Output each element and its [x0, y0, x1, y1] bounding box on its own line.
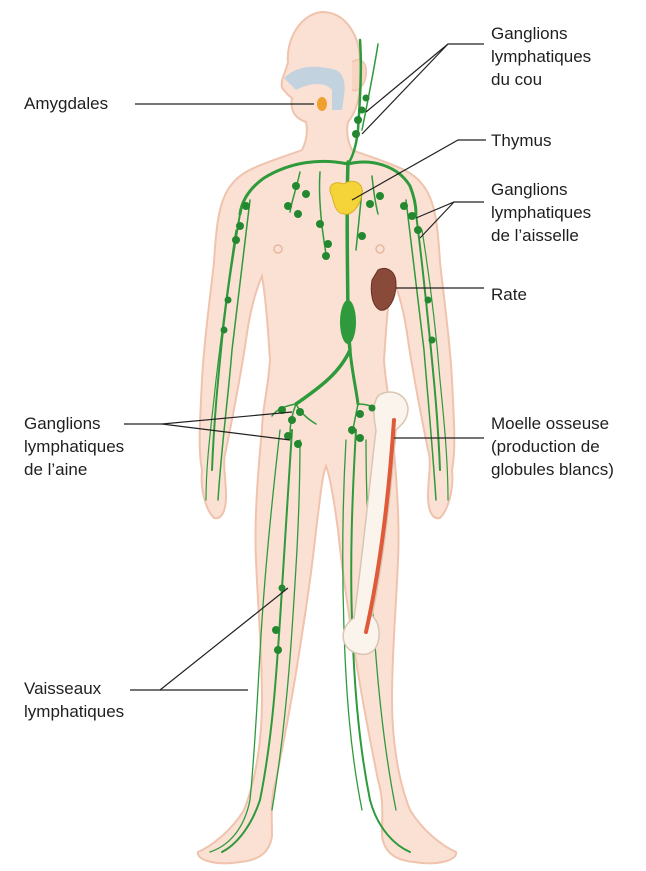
label-vaisseaux-lymphatiques: Vaisseaux lymphatiques	[24, 677, 124, 723]
lymph-node	[232, 236, 240, 244]
lymph-node	[284, 202, 292, 210]
spleen	[371, 269, 396, 311]
label-thymus: Thymus	[491, 129, 551, 152]
lymph-node	[236, 222, 244, 230]
lymph-node	[272, 626, 280, 634]
label-ganglions-aisselle: Ganglions lymphatiques de l’aisselle	[491, 178, 591, 247]
leader-ganglions-cou-b	[362, 44, 448, 134]
lymph-node	[292, 182, 300, 190]
label-ganglions-aine: Ganglions lymphatiques de l’aine	[24, 412, 124, 481]
lymph-node	[221, 327, 228, 334]
lymph-node	[354, 116, 362, 124]
lymph-node	[429, 337, 436, 344]
neck-vessel-2	[362, 44, 378, 130]
label-moelle-osseuse: Moelle osseuse (production de globules b…	[491, 412, 614, 481]
label-rate: Rate	[491, 283, 527, 306]
lymph-node	[288, 416, 296, 424]
lymph-node	[356, 410, 364, 418]
lymph-node	[376, 192, 384, 200]
lymph-node	[352, 130, 360, 138]
label-amygdales: Amygdales	[24, 92, 108, 115]
lymph-node	[294, 210, 302, 218]
lymph-node	[225, 297, 232, 304]
lymph-node	[242, 202, 250, 210]
lymph-node	[356, 434, 364, 442]
lymph-node	[369, 405, 376, 412]
label-ganglions-cou: Ganglions lymphatiques du cou	[491, 22, 591, 91]
leader-ganglions-cou-a	[366, 44, 484, 112]
lymph-node	[302, 190, 310, 198]
lymph-node	[358, 232, 366, 240]
lymph-node	[359, 107, 366, 114]
lymph-node	[294, 440, 302, 448]
lymph-node	[366, 200, 374, 208]
lymph-node	[324, 240, 332, 248]
lymph-node	[408, 212, 416, 220]
lymph-node	[363, 95, 370, 102]
lymph-node	[348, 426, 356, 434]
lymph-node	[296, 408, 304, 416]
lymph-node	[322, 252, 330, 260]
lymph-node	[316, 220, 324, 228]
lymph-node	[414, 226, 422, 234]
lymph-node	[400, 202, 408, 210]
tonsil	[317, 97, 327, 111]
cisterna-chyli	[340, 300, 356, 344]
lymph-node	[425, 297, 432, 304]
lymph-node	[274, 646, 282, 654]
